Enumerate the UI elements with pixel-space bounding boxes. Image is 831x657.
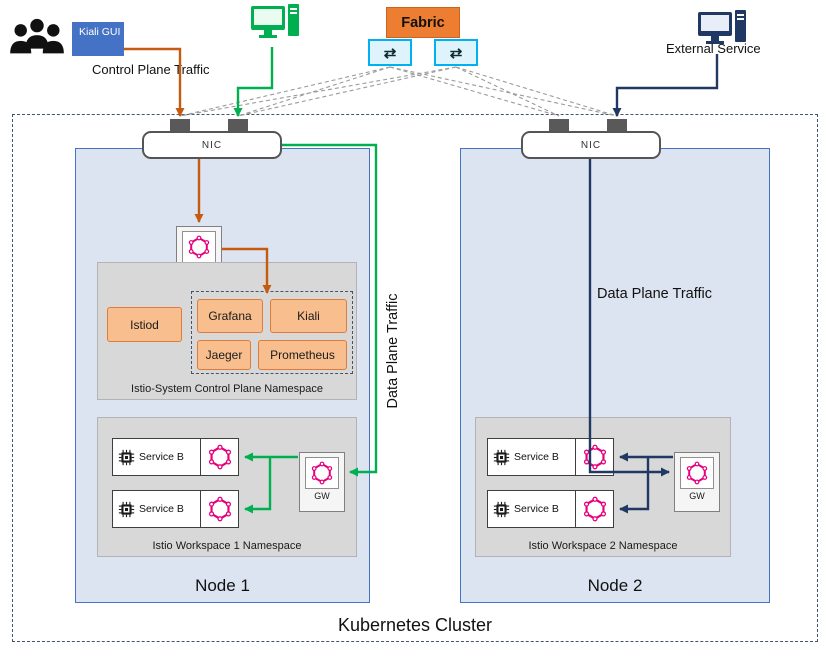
external-arrow-service-to-nic bbox=[612, 54, 719, 117]
network-switch-icon-2: ⇄ bbox=[434, 39, 478, 66]
control-plane-arrow-kiali-to-nic bbox=[124, 47, 185, 117]
users-group-icon bbox=[8, 16, 66, 67]
switch-arrows-glyph: ⇄ bbox=[449, 44, 463, 62]
gateway-hexagon-frame bbox=[182, 231, 216, 263]
nic-connector bbox=[549, 119, 569, 132]
grafana-component: Grafana bbox=[197, 299, 263, 333]
gateway-label: GW bbox=[689, 491, 705, 501]
node-2-nic: NIC bbox=[521, 131, 661, 159]
istio-sidecar-hexagon-icon bbox=[207, 444, 233, 470]
fabric-node: Fabric bbox=[386, 7, 460, 38]
nic-label: NIC bbox=[580, 139, 602, 151]
service-b-pod-4: Service B bbox=[487, 490, 615, 528]
workspace-1-gateway: GW bbox=[299, 452, 345, 512]
external-service-computer-icon bbox=[697, 9, 749, 60]
service-b-label: Service B bbox=[139, 503, 184, 515]
chip-icon bbox=[493, 501, 510, 518]
service-b-label: Service B bbox=[514, 503, 559, 515]
gateway-label: GW bbox=[314, 491, 330, 501]
node-2-label: Node 2 bbox=[587, 576, 643, 595]
workspace-1-namespace-label: Istio Workspace 1 Namespace bbox=[152, 540, 302, 552]
nic-connector bbox=[228, 119, 248, 132]
gateway-hexagon-frame bbox=[680, 457, 714, 489]
kiali-component: Kiali bbox=[270, 299, 347, 333]
sidecar-cell bbox=[575, 438, 615, 476]
istio-sidecar-hexagon-icon bbox=[582, 496, 608, 522]
data-plane-traffic-vertical-label: Data Plane Traffic bbox=[385, 293, 401, 409]
data-plane-traffic-label: Data Plane Traffic bbox=[597, 286, 712, 302]
kiali-gui-label: Kiali GUI bbox=[79, 26, 121, 38]
nic-connector bbox=[607, 119, 627, 132]
istio-gateway-hexagon-icon bbox=[187, 235, 211, 259]
istio-gateway-hexagon-icon bbox=[685, 461, 709, 485]
node-1-nic: NIC bbox=[142, 131, 282, 159]
service-b-label: Service B bbox=[514, 451, 559, 463]
client-computer-icon bbox=[250, 3, 302, 54]
node-1-label: Node 1 bbox=[195, 576, 250, 595]
chip-icon bbox=[493, 449, 510, 466]
external-service-label: External Service bbox=[666, 41, 761, 56]
sidecar-cell bbox=[200, 438, 240, 476]
istio-sidecar-hexagon-icon bbox=[207, 496, 233, 522]
istio-gateway-hexagon-icon bbox=[310, 461, 334, 485]
service-b-box: Service B bbox=[112, 438, 202, 476]
sidecar-cell bbox=[200, 490, 240, 528]
istiod-component: Istiod bbox=[107, 307, 182, 342]
prometheus-component: Prometheus bbox=[258, 340, 347, 370]
service-b-box: Service B bbox=[112, 490, 202, 528]
chip-icon bbox=[118, 501, 135, 518]
service-b-label: Service B bbox=[139, 451, 184, 463]
chip-icon bbox=[118, 449, 135, 466]
workspace-2-namespace-label: Istio Workspace 2 Namespace bbox=[528, 540, 678, 552]
sidecar-cell bbox=[575, 490, 615, 528]
service-b-box: Service B bbox=[487, 438, 577, 476]
istio-sidecar-hexagon-icon bbox=[582, 444, 608, 470]
kiali-gui-node: Kiali GUI bbox=[72, 22, 124, 56]
control-plane-traffic-label: Control Plane Traffic bbox=[92, 62, 210, 77]
service-b-pod-2: Service B bbox=[112, 490, 240, 528]
fabric-to-nic-dashed-links bbox=[179, 66, 618, 117]
workspace-2-gateway: GW bbox=[674, 452, 720, 512]
nic-label: NIC bbox=[201, 139, 223, 151]
service-b-pod-3: Service B bbox=[487, 438, 615, 476]
switch-arrows-glyph: ⇄ bbox=[383, 44, 397, 62]
fabric-label: Fabric bbox=[401, 14, 445, 31]
gateway-hexagon-frame bbox=[305, 457, 339, 489]
service-b-pod-1: Service B bbox=[112, 438, 240, 476]
data-plane-arrow-client-to-nic bbox=[233, 47, 274, 117]
service-b-box: Service B bbox=[487, 490, 577, 528]
jaeger-component: Jaeger bbox=[197, 340, 251, 370]
network-switch-icon-1: ⇄ bbox=[368, 39, 412, 66]
kubernetes-cluster-label: Kubernetes Cluster bbox=[337, 615, 493, 635]
nic-connector bbox=[170, 119, 190, 132]
control-plane-namespace-label: Istio-System Control Plane Namespace bbox=[131, 383, 323, 395]
